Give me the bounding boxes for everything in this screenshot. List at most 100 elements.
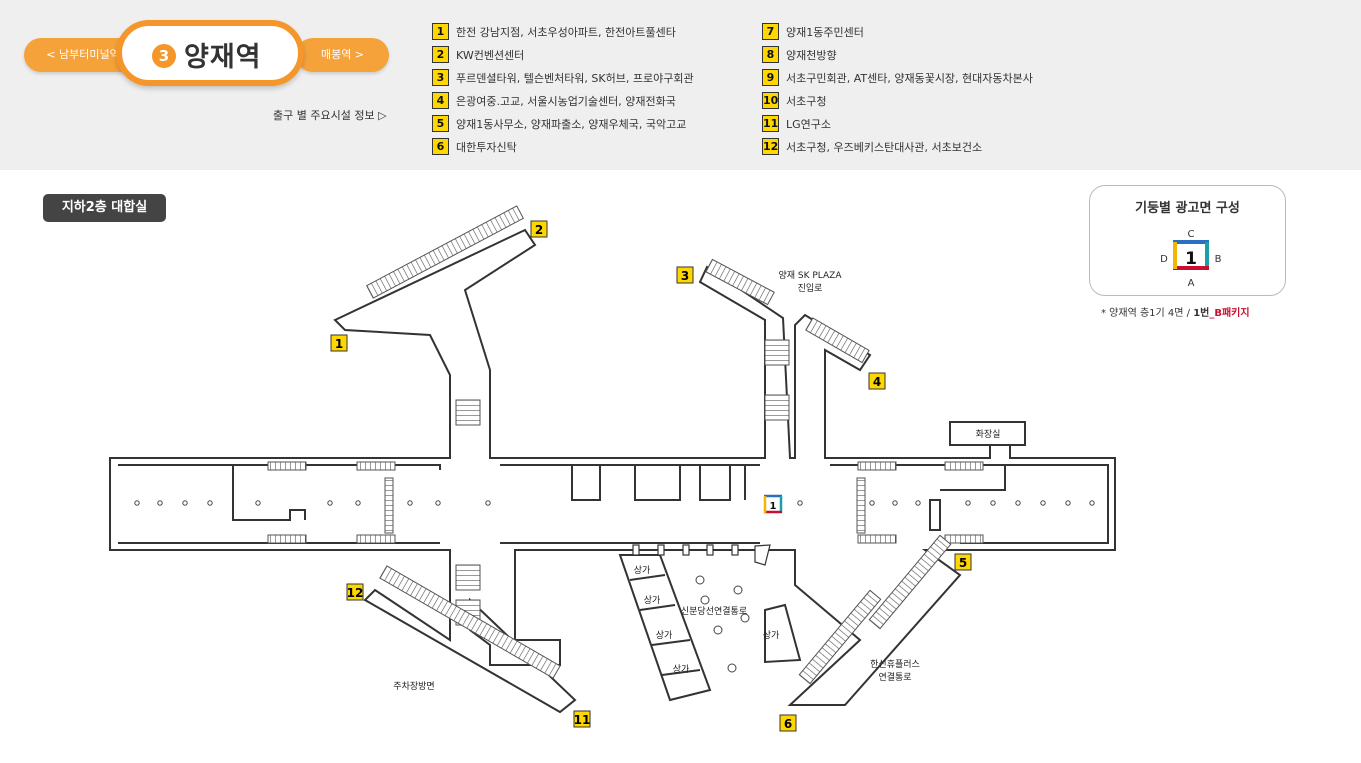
exit-facilities: 서초구청 xyxy=(786,94,827,108)
exit-marker-5[interactable]: 5 xyxy=(954,553,972,571)
exit-row: 11 LG연구소 xyxy=(762,112,1033,135)
exit-row: 7 양재1동주민센터 xyxy=(762,20,1033,43)
exit-marker-3[interactable]: 3 xyxy=(676,266,694,284)
exit-facilities: 서초구청, 우즈베키스탄대사관, 서초보건소 xyxy=(786,140,983,154)
sk-plaza-label: 양재 SK PLAZA xyxy=(778,270,842,281)
exit-facilities: 양재천방향 xyxy=(786,48,837,62)
exit-row: 8 양재천방향 xyxy=(762,43,1033,66)
pillar-diagram: 1 C B A D xyxy=(1160,229,1222,289)
exit-marker-6[interactable]: 6 xyxy=(779,714,797,732)
shop-label: 상가 xyxy=(656,630,673,641)
exit-facilities: 푸르덴셜타워, 텔슨벤처타워, SK허브, 프로야구회관 xyxy=(456,71,694,85)
exit-number-badge: 10 xyxy=(762,92,779,109)
svg-text:11: 11 xyxy=(574,713,591,727)
exit-marker-1[interactable]: 1 xyxy=(330,334,348,352)
ad-legend-title: 기둥별 광고면 구성 xyxy=(1135,201,1240,216)
passage-3-stairs xyxy=(705,258,775,306)
stairs-11 xyxy=(455,564,481,591)
exit-number-badge: 9 xyxy=(762,69,779,86)
exit-info-label: 출구 별 주요시설 정보 ▷ xyxy=(273,109,387,122)
hanshin-label-2: 연결통로 xyxy=(878,672,911,683)
exit-marker-11[interactable]: 11 xyxy=(573,710,591,728)
parking-label: 주차장방면 xyxy=(393,680,434,692)
exit-marker-2[interactable]: 2 xyxy=(530,220,548,238)
passage-11-stairs xyxy=(379,565,561,679)
exit-facilities: KW컨벤션센터 xyxy=(456,48,525,62)
exit-number-badge: 4 xyxy=(432,92,449,109)
pillar-rects xyxy=(632,544,771,566)
side-c-label: C xyxy=(1188,229,1195,240)
exit-number-badge: 1 xyxy=(432,23,449,40)
next-station-button[interactable]: 매봉역 > xyxy=(296,38,389,72)
exit-row: 12 서초구청, 우즈베키스탄대사관, 서초보건소 xyxy=(762,135,1033,158)
escalator xyxy=(944,461,984,471)
exit-number-badge: 12 xyxy=(762,138,779,155)
ad-note-bold: 1번 xyxy=(1193,308,1210,319)
side-d-label: D xyxy=(1160,254,1168,265)
sinbundang-label: 신분당선연결통로 xyxy=(681,606,747,617)
passage-4-stairs xyxy=(805,317,870,364)
exit-number-badge: 8 xyxy=(762,46,779,63)
pillar-face xyxy=(1174,242,1208,268)
exit-list-left: 1 한전 강남지점, 서초우성아파트, 한전아트풀센타 2 KW컨벤션센터 3 푸르덴… xyxy=(432,20,694,158)
columns xyxy=(134,500,1095,673)
exit-marker-12[interactable]: 12 xyxy=(346,583,364,601)
shop-label: 상가 xyxy=(673,664,690,675)
stairs-1 xyxy=(455,399,481,426)
exit-row: 1 한전 강남지점, 서초우성아파트, 한전아트풀센타 xyxy=(432,20,694,43)
sk-plaza-label-2: 진입로 xyxy=(798,282,823,294)
shop-label: 상가 xyxy=(644,595,661,606)
escalator xyxy=(267,534,307,544)
exit-facilities: 양재1동주민센터 xyxy=(786,25,864,39)
ad-note-package: _B패키지 xyxy=(1209,308,1250,319)
pillar-number: 1 xyxy=(1185,249,1197,269)
side-a-label: A xyxy=(1188,278,1195,289)
escalator xyxy=(857,534,897,544)
exit-markers: 1 2 3 4 5 6 11 12 xyxy=(330,220,972,732)
exit-number-badge: 7 xyxy=(762,23,779,40)
escalator xyxy=(356,534,396,544)
restroom-label: 화장실 xyxy=(976,429,1001,440)
exit-list-right: 7 양재1동주민센터 8 양재천방향 9 서초구민회관, AT센타, 양재동꽃시장, … xyxy=(762,20,1033,158)
passage-6-stairs xyxy=(798,589,882,685)
shop-label: 상가 xyxy=(634,565,651,576)
svg-text:2: 2 xyxy=(535,223,543,237)
escalator xyxy=(356,461,396,471)
stairs-group xyxy=(267,205,984,685)
exit-facilities: 서초구민회관, AT센타, 양재동꽃시장, 현대자동차본사 xyxy=(786,71,1033,85)
escalator xyxy=(857,461,897,471)
stairs-3b xyxy=(764,394,790,421)
exit-facilities: 한전 강남지점, 서초우성아파트, 한전아트풀센타 xyxy=(456,25,676,39)
exit-marker-4[interactable]: 4 xyxy=(868,372,886,390)
passage-5-stairs xyxy=(868,534,952,630)
ad-note-prefix: * 양재역 층1기 4면 / xyxy=(1101,308,1194,319)
ad-note: * 양재역 층1기 4면 / 1번_B패키지 xyxy=(1101,304,1250,319)
exit-row: 10 서초구청 xyxy=(762,89,1033,112)
exit-row: 3 푸르덴셜타워, 텔슨벤처타워, SK허브, 프로야구회관 xyxy=(432,66,694,89)
svg-text:6: 6 xyxy=(784,717,792,731)
side-b-label: B xyxy=(1215,254,1222,265)
exit-facilities: LG연구소 xyxy=(786,117,832,131)
station-name: 양재역 xyxy=(184,42,262,73)
hanshin-label: 한신휴플러스 xyxy=(870,659,920,670)
exit-row: 2 KW컨벤션센터 xyxy=(432,43,694,66)
exit-row: 4 은광여중.고교, 서울시농업기술센터, 양재전화국 xyxy=(432,89,694,112)
exit-facilities: 은광여중.고교, 서울시농업기술센터, 양재전화국 xyxy=(456,94,676,108)
exit-number-badge: 3 xyxy=(432,69,449,86)
exit-number-badge: 2 xyxy=(432,46,449,63)
svg-text:3: 3 xyxy=(681,269,689,283)
floor-label: 지하2층 대합실 xyxy=(43,194,166,222)
exit-row: 9 서초구민회관, AT센타, 양재동꽃시장, 현대자동차본사 xyxy=(762,66,1033,89)
passage-2-stairs xyxy=(365,205,525,299)
line-number-badge: 3 xyxy=(152,44,176,68)
exit-facilities: 대한투자신탁 xyxy=(456,140,517,154)
escalator xyxy=(267,461,307,471)
exit-facilities: 양재1동사무소, 양재파출소, 양재우체국, 국악고교 xyxy=(456,117,687,131)
exit-number-badge: 11 xyxy=(762,115,779,132)
svg-text:12: 12 xyxy=(347,586,364,600)
map-pillar-number: 1 xyxy=(770,501,777,512)
svg-text:4: 4 xyxy=(873,375,881,389)
